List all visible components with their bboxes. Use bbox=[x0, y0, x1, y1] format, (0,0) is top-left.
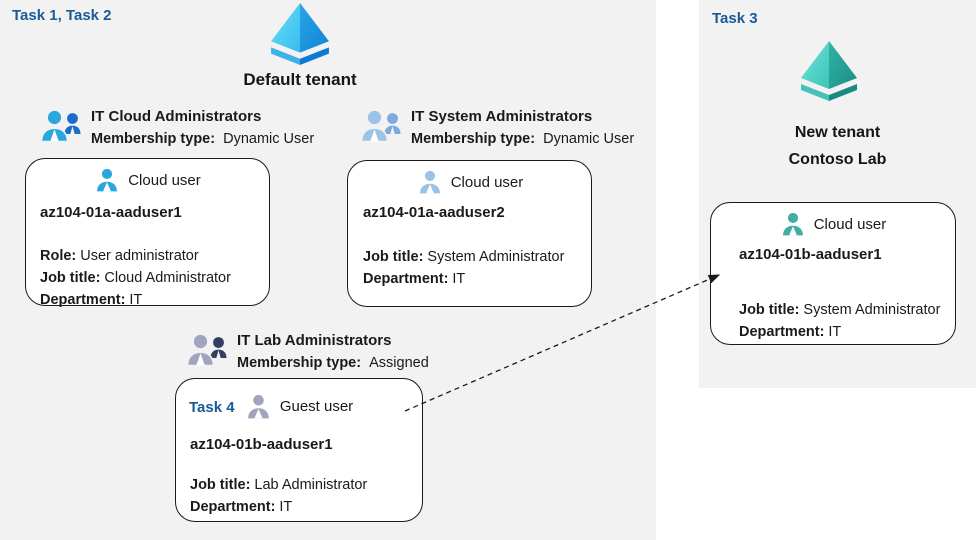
membership-label: Membership type: bbox=[411, 131, 536, 147]
membership-value: Dynamic User bbox=[543, 131, 635, 147]
field-row: Department:IT bbox=[363, 268, 577, 290]
group-membership: Membership type: Dynamic User bbox=[91, 131, 314, 147]
card-header: Cloud user bbox=[40, 165, 255, 195]
field-value: IT bbox=[828, 324, 842, 340]
field-label: Department: bbox=[739, 324, 825, 340]
field-value: IT bbox=[279, 499, 293, 515]
new-tenant-title-line2: Contoso Lab bbox=[788, 151, 887, 168]
field-row: Job title:System Administrator bbox=[739, 299, 941, 321]
field-value: IT bbox=[452, 271, 466, 287]
field-row: Department:IT bbox=[40, 289, 255, 311]
field-value: System Administrator bbox=[427, 249, 565, 265]
field-label: Department: bbox=[190, 499, 276, 515]
membership-value: Dynamic User bbox=[223, 131, 315, 147]
membership-label: Membership type: bbox=[237, 355, 362, 371]
group-people-icon bbox=[360, 107, 404, 147]
field-row: Job title:System Administrator bbox=[363, 246, 577, 268]
field-row: Job title:Cloud Administrator bbox=[40, 267, 255, 289]
task-1-2-label: Task 1, Task 2 bbox=[12, 7, 112, 24]
user-fields: Job title:System Administrator Departmen… bbox=[739, 299, 941, 343]
task-4-label: Task 4 bbox=[189, 399, 235, 416]
group-it-cloud-administrators: IT Cloud Administrators Membership type:… bbox=[40, 107, 314, 147]
new-tenant-icon bbox=[797, 41, 861, 101]
group-membership: Membership type: Dynamic User bbox=[411, 131, 634, 147]
username: az104-01a-aaduser1 bbox=[40, 204, 182, 221]
field-row: Department:IT bbox=[739, 321, 941, 343]
task-3-label: Task 3 bbox=[712, 10, 758, 27]
field-row: Role:User administrator bbox=[40, 245, 255, 267]
field-value: Cloud Administrator bbox=[104, 270, 231, 286]
field-label: Job title: bbox=[190, 477, 251, 493]
azure-tenant-icon bbox=[265, 3, 335, 65]
user-type-label: Cloud user bbox=[813, 215, 887, 233]
card-header: Guest user bbox=[190, 391, 408, 421]
field-value: User administrator bbox=[80, 248, 199, 264]
new-tenant-user-card: Cloud user az104-01b-aaduser1 Job title:… bbox=[710, 202, 956, 345]
default-tenant-title: Default tenant bbox=[243, 70, 357, 89]
user-fields: Job title:Lab Administrator Department:I… bbox=[190, 474, 408, 518]
field-value: Lab Administrator bbox=[254, 477, 368, 493]
field-label: Role: bbox=[40, 248, 77, 264]
field-label: Department: bbox=[363, 271, 449, 287]
user-fields: Job title:System Administrator Departmen… bbox=[363, 246, 577, 290]
field-label: Department: bbox=[40, 292, 126, 308]
card-header: Cloud user bbox=[363, 167, 577, 197]
field-value: IT bbox=[129, 292, 143, 308]
field-label: Job title: bbox=[40, 270, 101, 286]
user-card-aaduser1: Cloud user az104-01a-aaduser1 Role:User … bbox=[25, 158, 270, 308]
user-card-aaduser2: Cloud user az104-01a-aaduser2 Job title:… bbox=[347, 160, 592, 307]
username: az104-01a-aaduser2 bbox=[363, 204, 505, 221]
field-row: Department:IT bbox=[190, 496, 408, 518]
field-label: Job title: bbox=[739, 302, 800, 318]
membership-value: Assigned bbox=[369, 355, 429, 371]
user-type-label: Cloud user bbox=[450, 173, 524, 191]
card-header: Cloud user bbox=[725, 209, 941, 239]
username: az104-01b-aaduser1 bbox=[739, 246, 882, 263]
field-row: Job title:Lab Administrator bbox=[190, 474, 408, 496]
group-people-icon bbox=[40, 107, 84, 147]
cloud-user-icon bbox=[780, 211, 806, 237]
user-fields: Role:User administrator Job title:Cloud … bbox=[40, 245, 255, 311]
group-title: IT Lab Administrators bbox=[237, 332, 392, 349]
guest-user-card: Task 4 Guest user az104-01b-aaduser1 Job… bbox=[175, 378, 423, 522]
cloud-user-icon bbox=[94, 167, 120, 193]
field-value: System Administrator bbox=[803, 302, 941, 318]
guest-user-icon bbox=[245, 393, 272, 420]
group-title: IT Cloud Administrators bbox=[91, 108, 262, 125]
group-membership: Membership type: Assigned bbox=[237, 355, 429, 371]
user-type-label: Cloud user bbox=[128, 171, 201, 189]
new-tenant-title-line1: New tenant bbox=[794, 124, 881, 141]
cloud-user-icon bbox=[417, 169, 443, 195]
group-it-system-administrators: IT System Administrators Membership type… bbox=[360, 107, 634, 147]
group-title: IT System Administrators bbox=[411, 108, 593, 125]
field-label: Job title: bbox=[363, 249, 424, 265]
membership-label: Membership type: bbox=[91, 131, 216, 147]
group-people-icon bbox=[186, 331, 230, 371]
group-it-lab-administrators: IT Lab Administrators Membership type: A… bbox=[186, 331, 429, 371]
user-type-label: Guest user bbox=[279, 397, 354, 415]
username: az104-01b-aaduser1 bbox=[190, 436, 333, 453]
